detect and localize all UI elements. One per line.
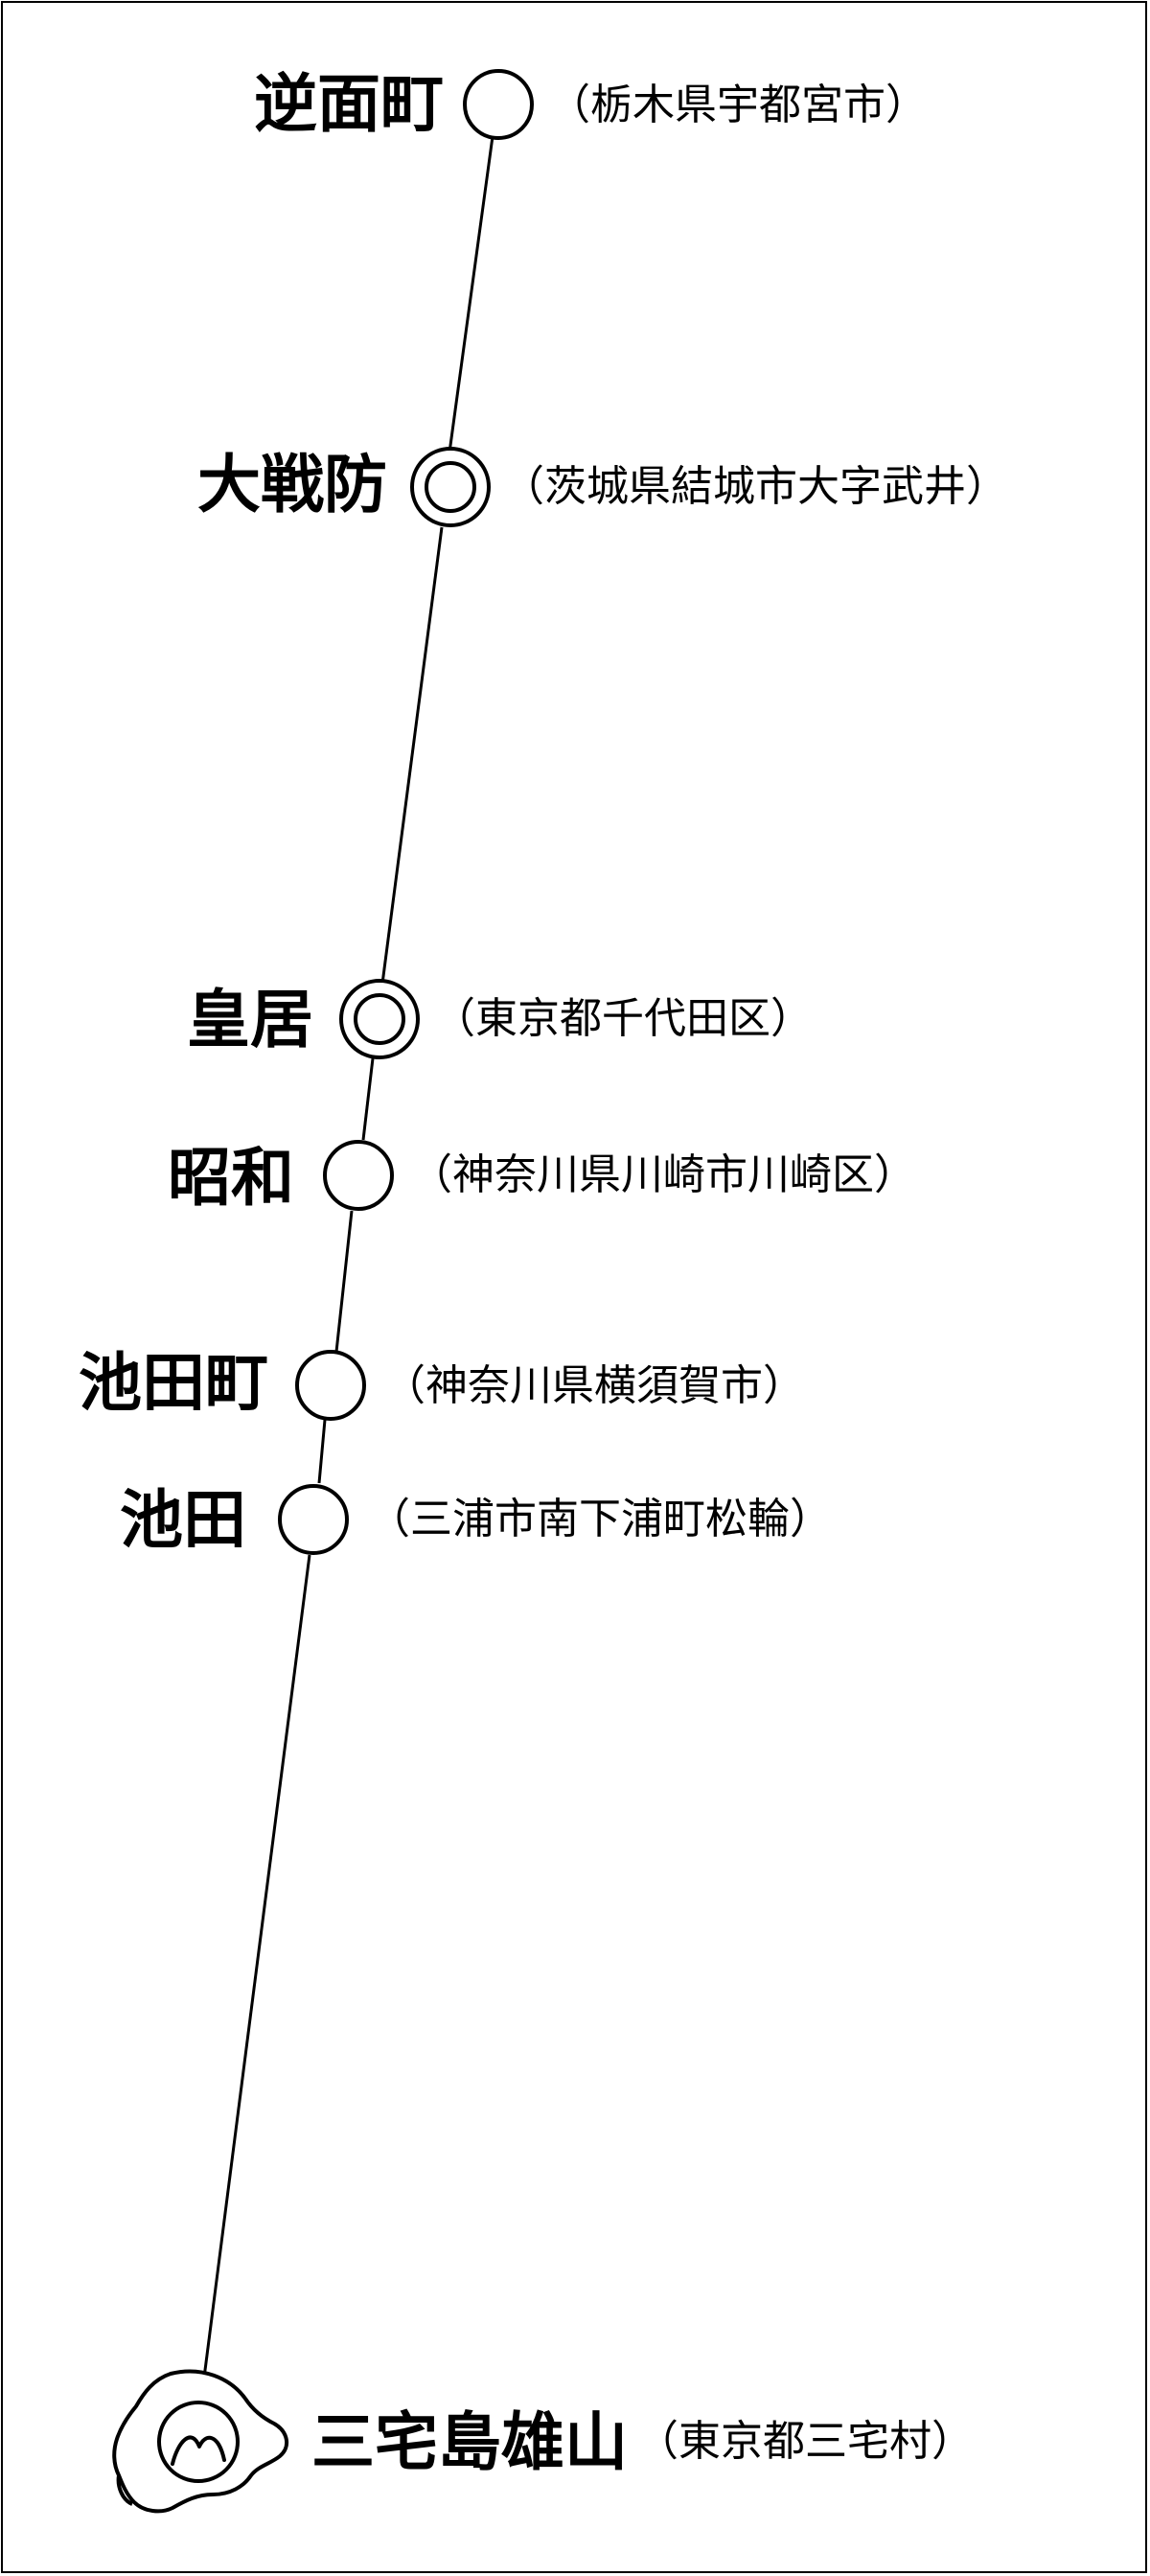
station-name: 逆面町	[254, 66, 444, 141]
station-marker	[278, 1484, 349, 1555]
station-location: （東京都千代田区）	[433, 994, 813, 1043]
station-name: 三宅島雄山	[311, 2404, 628, 2479]
station-marker-inner	[425, 461, 476, 513]
station-marker	[463, 69, 534, 140]
station-location: （三浦市南下浦町松輪）	[368, 1495, 832, 1543]
route-line-segment	[317, 1419, 327, 1484]
route-line-segment	[334, 1210, 354, 1353]
route-line	[202, 107, 498, 2379]
station-location: （神奈川県川崎市川崎区）	[410, 1150, 916, 1199]
station-name: 皇居	[187, 982, 313, 1056]
station-name: 大戦防	[197, 447, 387, 522]
route-line-segment	[380, 526, 444, 985]
station-marker	[323, 1140, 394, 1211]
station-sakasamencho	[463, 69, 534, 140]
station-ikeda	[278, 1484, 349, 1555]
route-line-segment	[202, 1554, 311, 2379]
station-ikedacho	[295, 1350, 366, 1421]
station-showa	[323, 1140, 394, 1211]
station-kokyo	[339, 979, 420, 1059]
station-location: （茨城県結城市大字武井）	[502, 462, 1008, 511]
station-daisenbo	[410, 447, 491, 527]
station-miyakejima-oyama	[112, 2369, 289, 2514]
station-name: 昭和	[168, 1140, 294, 1215]
station-marker	[295, 1350, 366, 1421]
station-location: （東京都三宅村）	[636, 2417, 974, 2466]
station-name: 池田町	[79, 1345, 268, 1420]
route-line-segment	[361, 1057, 375, 1141]
mountain-icon	[171, 2435, 226, 2466]
route-line-segment	[448, 107, 498, 453]
station-location: （栃木県宇都宮市）	[548, 81, 928, 129]
station-location: （神奈川県横須賀市）	[383, 1361, 805, 1410]
station-name: 池田	[120, 1482, 246, 1557]
station-marker-inner	[354, 993, 405, 1045]
